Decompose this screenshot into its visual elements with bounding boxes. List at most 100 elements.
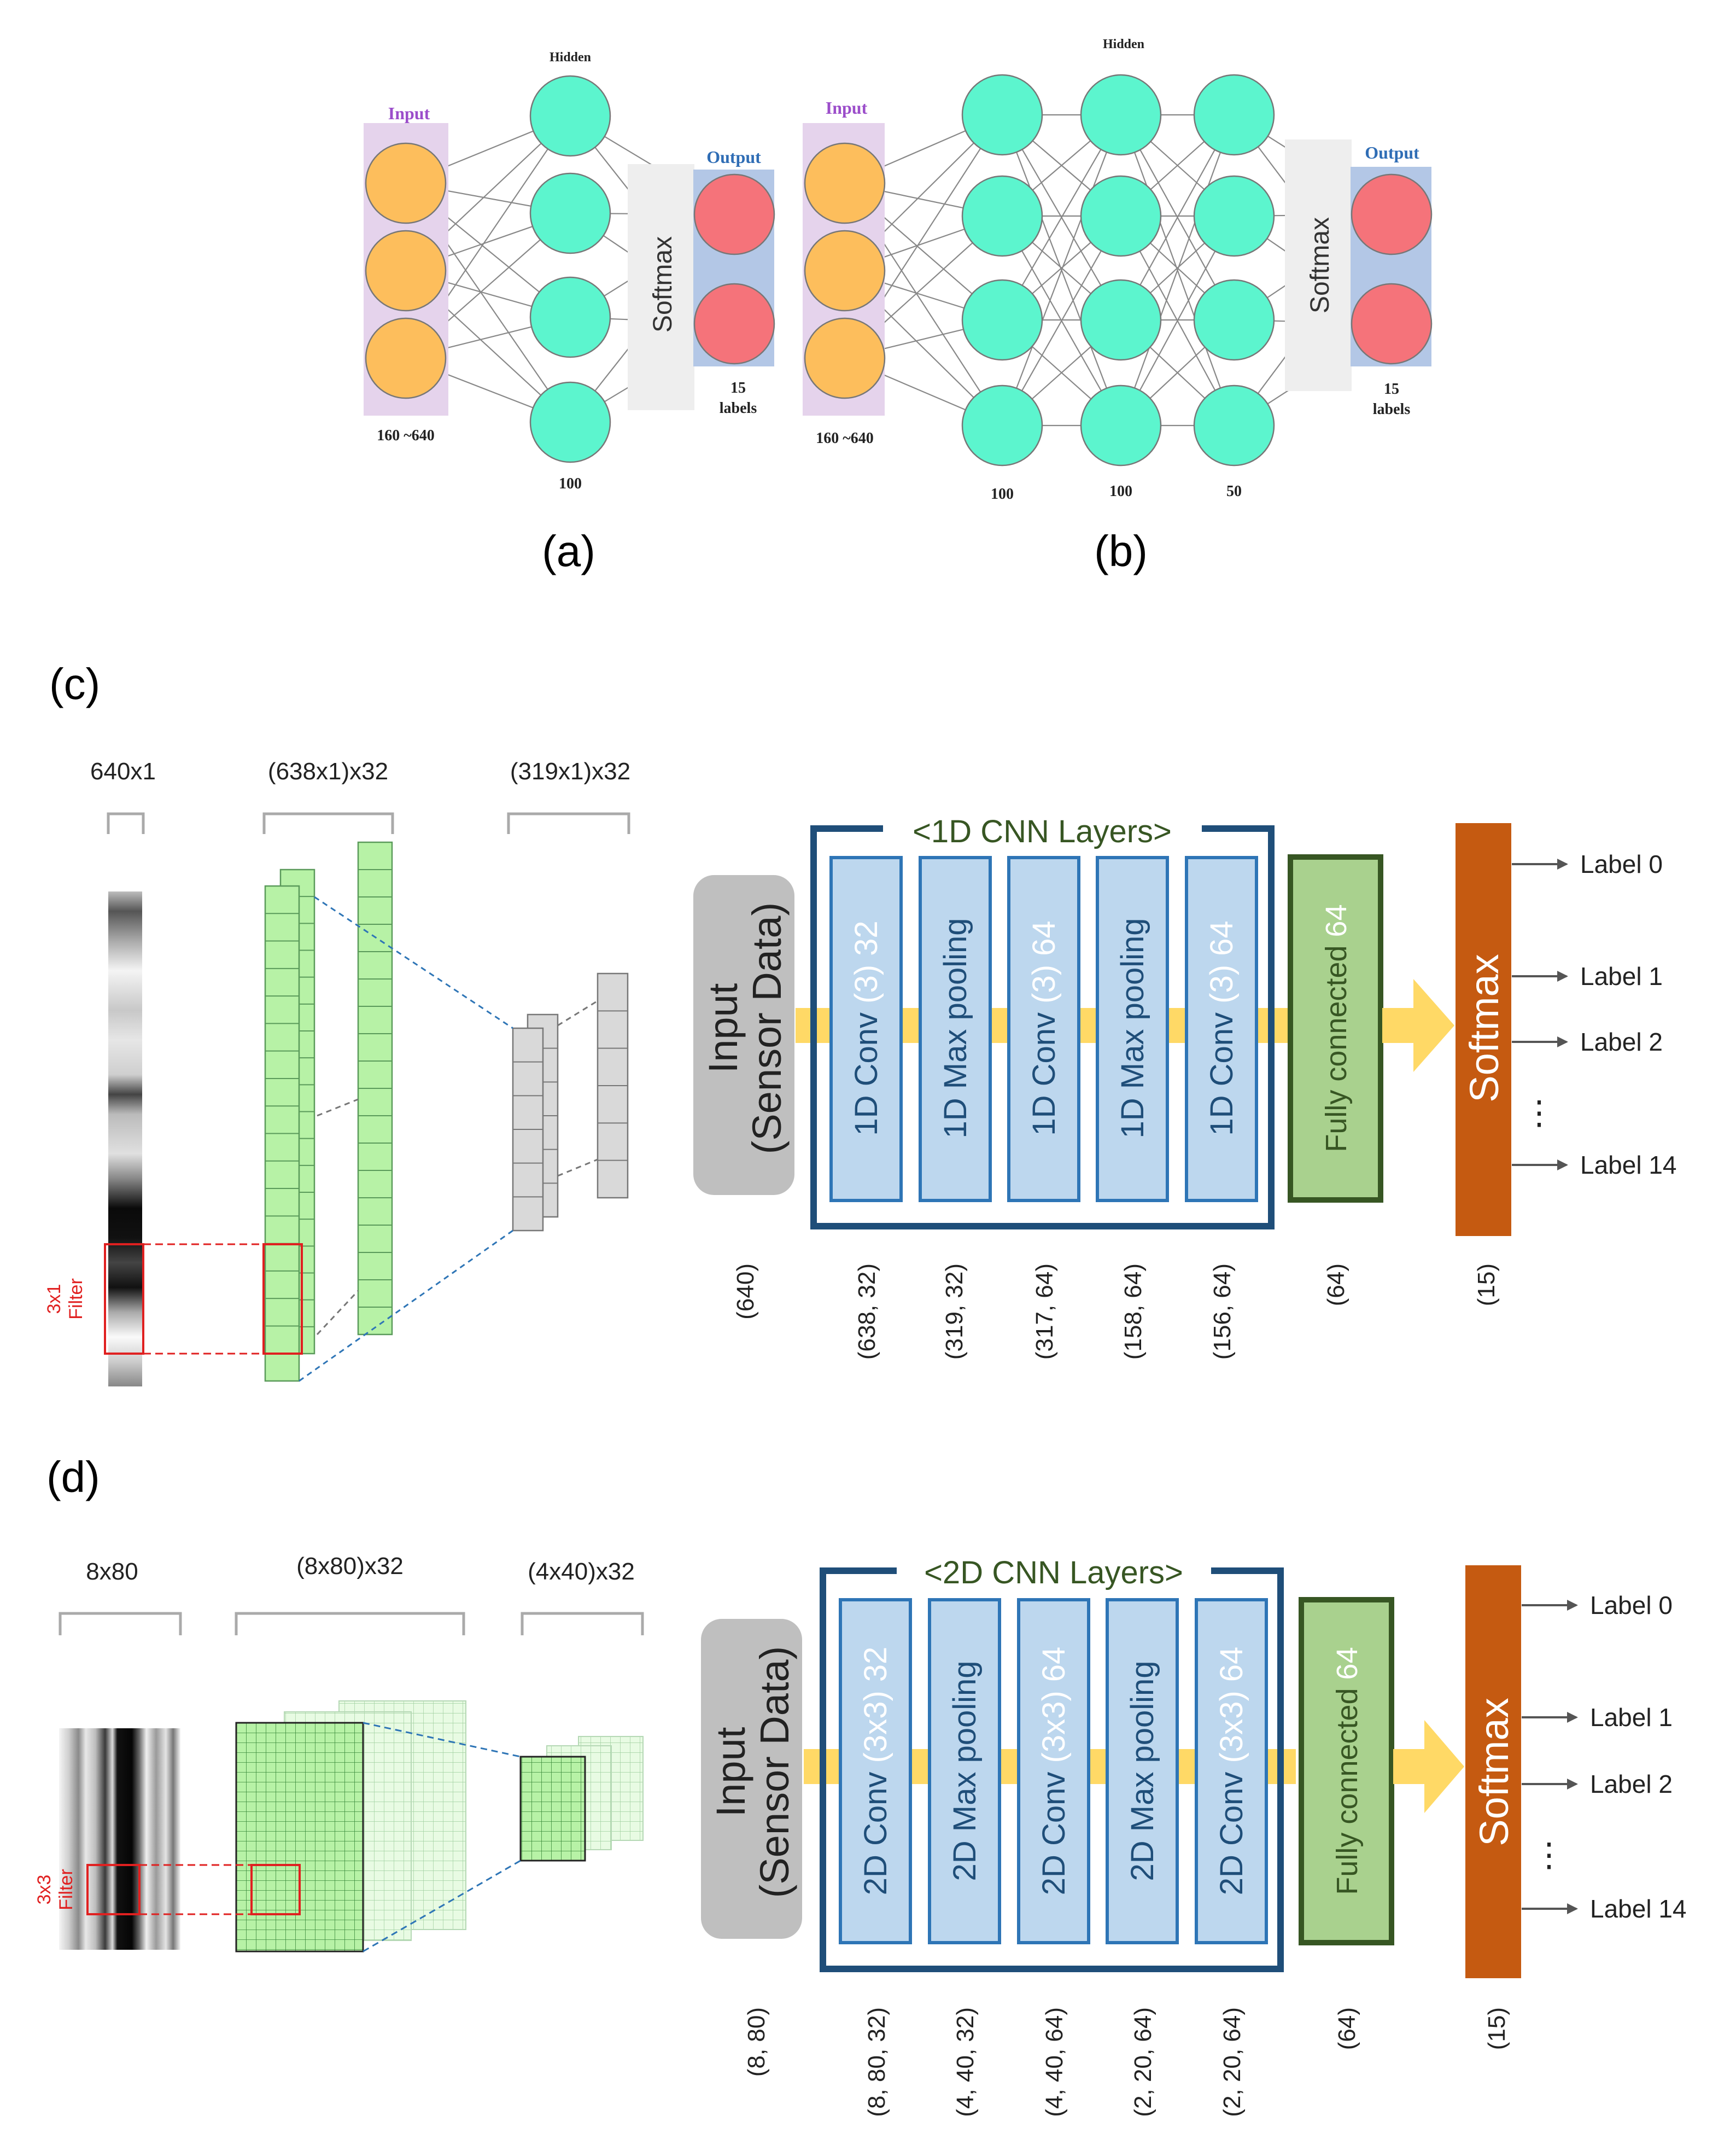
- bracket-c-3: [507, 812, 630, 834]
- input-block-c: [693, 875, 794, 1195]
- panel-a: Input Hidden Output Softmax 160 ~640 100…: [364, 50, 775, 575]
- layer-label-d-1: 2D Max pooling: [947, 1661, 983, 1881]
- layer-accent-d-2: (3x3) 64: [1036, 1647, 1072, 1763]
- input-strip-1d: [108, 891, 142, 1386]
- feature-size-c-1: 640x1: [90, 758, 156, 785]
- label-c-1: Label 1: [1580, 962, 1663, 990]
- output-unit-a: labels: [720, 400, 757, 417]
- output-node-b-0: [1351, 173, 1433, 255]
- layer-block-c-1: [919, 856, 992, 1202]
- hidden2-node-b-1: [1080, 175, 1162, 257]
- output-label-b: Output: [1365, 143, 1419, 162]
- shape-label-d-3: (4, 40, 64): [1041, 2007, 1068, 2117]
- input-node-b-0: [804, 142, 886, 224]
- feature-map-2d-front: [235, 1722, 364, 1953]
- layer-main-c-2: 1D Conv: [1026, 1004, 1062, 1136]
- arrow-to-softmax-d: [1393, 1720, 1464, 1813]
- label-c-0: Label 0: [1580, 850, 1663, 878]
- layer-block-c-3: [1096, 856, 1169, 1202]
- layer-main-d-3: 2D Max pooling: [1125, 1661, 1160, 1881]
- softmax-block-d: [1465, 1565, 1521, 1978]
- input-node-a-2: [365, 317, 447, 399]
- filter-target-c: [262, 1243, 303, 1355]
- pipeline-2d: Input (Sensor Data) <2D CNN Layers> 2D C…: [701, 1555, 1687, 1978]
- shape-label-c-0: (640): [732, 1263, 759, 1320]
- output-node-a-0: [693, 173, 775, 255]
- output-node-a-1: [693, 283, 775, 365]
- nodes-a: [365, 75, 775, 463]
- layer-accent-c-4: (3) 64: [1204, 920, 1240, 1004]
- softmax-label-a: Softmax: [648, 236, 677, 333]
- nodes-b: [804, 74, 1433, 467]
- filter-target-d: [250, 1864, 301, 1915]
- filter-label-c-1: 3x1: [44, 1284, 65, 1314]
- layer-label-c-3: 1D Max pooling: [1115, 918, 1150, 1139]
- input-size-a: 160 ~640: [377, 427, 435, 444]
- shape-label-c-4: (158, 64): [1120, 1263, 1147, 1360]
- shape-label-d-0: (8, 80): [743, 2007, 770, 2077]
- layer-block-d-0: [839, 1598, 912, 1944]
- hidden3-node-b-1: [1193, 175, 1275, 257]
- input-line2-d: (Sensor Data): [752, 1646, 797, 1898]
- hidden-node-a-3: [529, 381, 611, 463]
- hidden-label-a: Hidden: [550, 50, 591, 65]
- layer-label-c-2: 1D Conv (3) 64: [1026, 920, 1062, 1135]
- layer-main-d-2: 2D Conv: [1036, 1763, 1072, 1896]
- layers-1d: 1D Conv (3) 32 1D Max pooling 1D Conv (3) …: [829, 856, 1258, 1202]
- cnn-frame-d: [820, 1567, 1284, 1972]
- caption-c: (c): [49, 660, 100, 708]
- input-label-a: Input: [388, 103, 430, 123]
- layer-block-d-1: [928, 1598, 1001, 1944]
- hidden1-node-b-0: [961, 74, 1043, 156]
- label-arrowhead-c-0: [1557, 859, 1568, 870]
- output-labels-c: Label 0 Label 1 Label 2 ⋮ Label 14: [1512, 850, 1677, 1179]
- hidden2-node-b-2: [1080, 279, 1162, 361]
- shape-label-c-2: (319, 32): [941, 1263, 968, 1360]
- caption-d: (d): [46, 1453, 100, 1501]
- label-c-2: Label 2: [1580, 1028, 1663, 1056]
- proj-line-1d-3: [316, 1290, 359, 1336]
- pipeline-1d: Input (Sensor Data) <1D CNN Layers> 1D C…: [693, 814, 1677, 1236]
- feature-size-c-3: (319x1)x32: [510, 758, 630, 785]
- fc-label-c: Fully connected 64: [1320, 904, 1353, 1152]
- panel-d: (d) 8x80 (8x80)x32 (4x40)x32 3x3 Filter …: [34, 1453, 1687, 2117]
- label-arrowhead-c-3: [1557, 1159, 1568, 1170]
- feature-maps-1d: [264, 841, 629, 1382]
- input-block-d: [701, 1619, 802, 1939]
- layer-block-d-3: [1106, 1598, 1179, 1944]
- bracket-d-3: [521, 1612, 644, 1635]
- shapes-1d: (640)(638, 32)(319, 32)(317, 64)(158, 64…: [732, 1263, 1500, 1360]
- softmax-label-d: Softmax: [1471, 1698, 1517, 1846]
- layers-2d: 2D Conv (3x3) 32 2D Max pooling 2D Conv (3…: [839, 1598, 1268, 1944]
- fc-label-d: Fully connected 64: [1331, 1647, 1364, 1895]
- input-node-b-2: [804, 317, 886, 399]
- hidden-size-a: 100: [559, 475, 582, 492]
- shape-label-c-1: (638, 32): [854, 1263, 880, 1360]
- shape-label-d-6: (64): [1334, 2007, 1360, 2050]
- label-d-1: Label 1: [1590, 1703, 1673, 1732]
- layer-accent-d-0: (3x3) 32: [858, 1647, 893, 1763]
- bracket-c-2: [262, 812, 394, 834]
- input-node-b-1: [804, 230, 886, 312]
- pooled-map-2d-front: [519, 1756, 586, 1862]
- shape-label-c-7: (15): [1473, 1263, 1500, 1306]
- softmax-block-c: [1456, 823, 1511, 1236]
- layer-main-c-4: 1D Conv: [1204, 1004, 1240, 1136]
- feature-size-d-1: 8x80: [86, 1558, 138, 1585]
- layer-label-c-0: 1D Conv (3) 32: [849, 920, 884, 1135]
- layer-block-d-4: [1195, 1598, 1268, 1944]
- label-arrowhead-d-3: [1567, 1903, 1578, 1914]
- panel-c: (c) 640x1 (638x1)x32 (319x1)x32 3x1 Filt…: [44, 660, 1677, 1386]
- filter-label-d-1: 3x3: [34, 1875, 55, 1905]
- softmax-bg-a: [628, 164, 694, 410]
- bracket-d-1: [59, 1612, 182, 1635]
- input-size-b: 160 ~640: [816, 430, 874, 447]
- layer-main-c-1: 1D Max pooling: [938, 918, 973, 1139]
- layer-label-d-2: 2D Conv (3x3) 64: [1036, 1647, 1072, 1896]
- hidden-size-b-2: 100: [1109, 483, 1132, 500]
- input-line1-d: Input: [708, 1727, 753, 1817]
- layer-main-d-4: 2D Conv: [1214, 1763, 1249, 1896]
- softmax-bg-b: [1285, 139, 1352, 391]
- feature-size-d-3: (4x40)x32: [528, 1558, 635, 1585]
